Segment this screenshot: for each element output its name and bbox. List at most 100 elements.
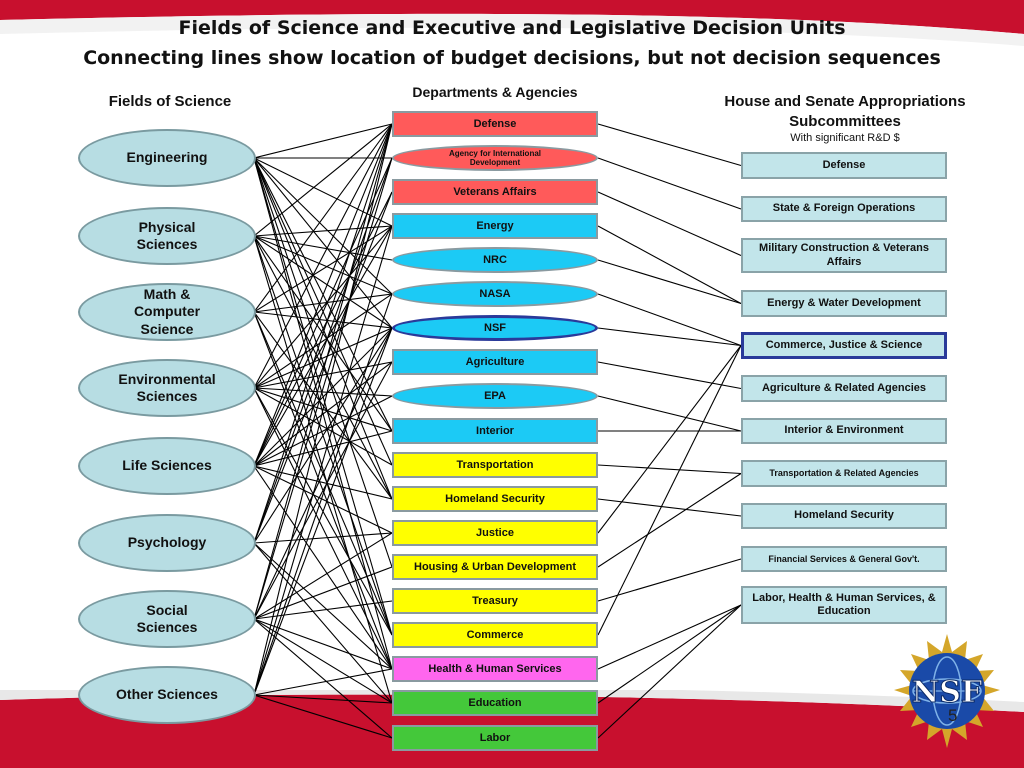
agency-subcommittee-connector (597, 473, 742, 568)
agency-nrc: NRC (392, 247, 598, 273)
field-agency-connector (253, 123, 393, 620)
subcommittee-agriculture-related-agencies: Agriculture & Related Agencies (741, 375, 947, 402)
field-agency-connector (253, 465, 393, 534)
field-math-computer-science: Math & Computer Science (78, 283, 256, 341)
subcommittee-financial-services-general-gov-t: Financial Services & General Gov't. (741, 546, 947, 572)
field-agency-connector (253, 387, 393, 466)
agency-treasury: Treasury (392, 588, 598, 614)
field-agency-connector (253, 157, 393, 295)
field-agency-connector (253, 123, 393, 159)
field-agency-connector (253, 225, 393, 389)
field-agency-connector (253, 157, 393, 467)
field-agency-connector (253, 668, 393, 696)
fields-heading: Fields of Science (108, 93, 232, 110)
agency-subcommittee-connector (597, 123, 742, 167)
subcommittee-state-foreign-operations: State & Foreign Operations (741, 196, 947, 222)
field-agency-connector (253, 327, 393, 620)
nsf-logo: NSF (894, 634, 1000, 748)
field-agency-connector (253, 327, 393, 389)
field-agency-connector (253, 225, 393, 313)
agency-subcommittee-connector (597, 345, 742, 636)
agency-subcommittee-connector (597, 464, 742, 475)
agency-defense: Defense (392, 111, 598, 137)
field-agency-connector (253, 157, 393, 227)
subcommittee-commerce-justice-science: Commerce, Justice & Science (741, 332, 947, 359)
field-agency-connector (253, 123, 393, 389)
agency-nasa: NASA (392, 281, 598, 307)
field-agency-connector (253, 361, 393, 389)
field-environmental-sciences: Environmental Sciences (78, 359, 256, 417)
field-agency-connector (253, 361, 393, 620)
field-agency-connector (253, 542, 393, 670)
field-agency-connector (253, 387, 393, 397)
subcommittee-homeland-security: Homeland Security (741, 503, 947, 529)
field-agency-connector (253, 235, 393, 261)
field-agency-connector (253, 327, 393, 696)
field-agency-connector (253, 618, 393, 739)
field-agency-connector (253, 123, 393, 237)
field-agency-connector (253, 225, 393, 237)
field-agency-connector (253, 532, 393, 544)
agency-subcommittee-connector (597, 345, 742, 534)
field-other-sciences: Other Sciences (78, 666, 256, 724)
agency-energy: Energy (392, 213, 598, 239)
agency-agriculture: Agriculture (392, 349, 598, 375)
field-agency-connector (253, 694, 393, 739)
page-number: 5 (948, 706, 958, 725)
field-agency-connector (253, 123, 393, 544)
field-psychology: Psychology (78, 514, 256, 572)
agency-interior: Interior (392, 418, 598, 444)
agency-subcommittee-connector (597, 604, 742, 704)
agency-nsf: NSF (392, 315, 598, 341)
field-agency-connector (253, 157, 393, 568)
subcommittee-military-construction-veterans-affairs: Military Construction & Veterans Affairs (741, 238, 947, 273)
subcommittee-labor-health-human-services-education: Labor, Health & Human Services, & Educat… (741, 586, 947, 624)
field-agency-connector (253, 532, 393, 620)
agency-subcommittee-connector (597, 604, 742, 670)
agency-homeland-security: Homeland Security (392, 486, 598, 512)
field-agency-connector (253, 566, 393, 620)
field-agency-connector (253, 311, 393, 329)
agencies-heading: Departments & Agencies (412, 84, 578, 100)
agency-subcommittee-connector (597, 604, 742, 739)
field-agency-connector (253, 387, 393, 670)
field-agency-connector (253, 327, 393, 467)
title-line-1: Fields of Science and Executive and Legi… (178, 17, 846, 39)
agency-subcommittee-connector (597, 225, 742, 304)
field-agency-connector (253, 123, 393, 313)
field-agency-connector (253, 191, 393, 467)
field-agency-connector (253, 293, 393, 696)
agency-subcommittee-connector (597, 259, 742, 305)
agency-subcommittee-connector (597, 361, 742, 390)
field-agency-connector (253, 225, 393, 696)
subcommittee-interior-environment: Interior & Environment (741, 418, 947, 444)
field-engineering: Engineering (78, 129, 256, 187)
title-line-2: Connecting lines show location of budget… (83, 47, 941, 69)
field-agency-connector (253, 235, 393, 329)
field-agency-connector (253, 225, 393, 467)
agency-housing-urban-development: Housing & Urban Development (392, 554, 598, 580)
agency-subcommittee-connector (597, 327, 742, 347)
subcommittee-transportation-related-agencies: Transportation & Related Agencies (741, 460, 947, 487)
field-agency-connector (253, 157, 393, 620)
subcommittees-note: With significant R&D $ (790, 132, 900, 144)
field-agency-connector (253, 123, 393, 696)
field-agency-connector (253, 465, 393, 670)
agency-commerce: Commerce (392, 622, 598, 648)
field-agency-connector (253, 694, 393, 704)
agency-labor: Labor (392, 725, 598, 751)
agency-subcommittee-connector (597, 157, 742, 210)
subcommittee-energy-water-development: Energy & Water Development (741, 290, 947, 317)
agency-subcommittee-connector (597, 558, 742, 602)
agency-agency-for-international-development: Agency for International Development (392, 145, 598, 171)
field-agency-connector (253, 395, 393, 467)
field-life-sciences: Life Sciences (78, 437, 256, 495)
agency-transportation: Transportation (392, 452, 598, 478)
subcommittee-defense: Defense (741, 152, 947, 179)
agency-justice: Justice (392, 520, 598, 546)
agency-subcommittee-connector (597, 293, 742, 347)
field-physical-sciences: Physical Sciences (78, 207, 256, 265)
agency-subcommittee-connector (597, 395, 742, 432)
